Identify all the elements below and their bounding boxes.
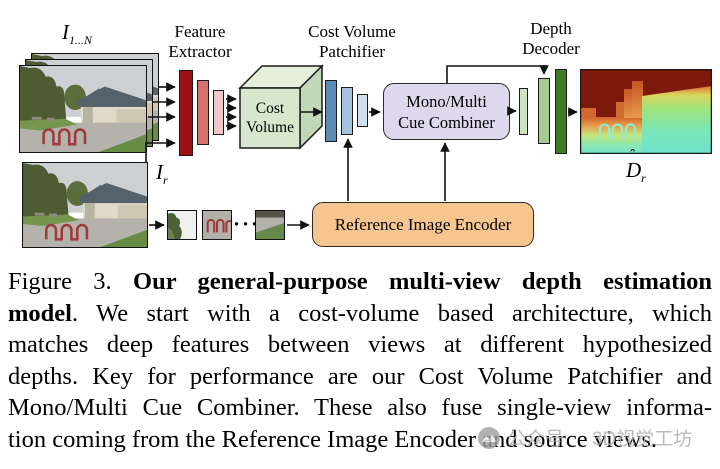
patchifier-bar-3 [357, 94, 368, 127]
figure-caption: Figure 3. Our general-purpose multi-view… [8, 266, 712, 455]
patch-squiggle [202, 210, 232, 240]
caption-line: depths. Key for performance are our Cost… [8, 362, 712, 390]
patchifier-bar-1 [325, 80, 337, 142]
input-stack-label: I1...N [62, 20, 93, 48]
feature-bar-1 [179, 70, 193, 156]
caption-line: Mono/Multi Cue Combiner. These also fuse… [8, 394, 712, 421]
feature-bar-3 [213, 90, 224, 135]
source-image-front [19, 65, 147, 153]
decoder-bar-1 [519, 88, 528, 135]
depth-map-output [580, 69, 712, 154]
reference-image-photo [22, 162, 148, 248]
caption-line: model. We start with a cost-volume based… [8, 299, 712, 327]
patch-ellipsis: ··· [233, 212, 261, 236]
decoder-bar-3 [555, 69, 567, 154]
decoder-bar-2 [538, 78, 550, 144]
cost-volume-patchifier-label: Cost Volume Patchifier [308, 22, 396, 61]
caption-line: Figure 3. Our general-purpose multi-view… [8, 268, 712, 295]
reference-encoder-box: Reference Image Encoder [312, 202, 534, 247]
patchifier-bar-2 [341, 87, 353, 135]
cue-combiner-box: Mono/Multi Cue Combiner [383, 83, 510, 140]
patch-tree [167, 210, 197, 240]
caption-line: tion coming from the Reference Image Enc… [8, 425, 657, 453]
feature-extractor-label: Feature Extractor [168, 22, 232, 61]
depth-decoder-label: Depth Decoder [522, 19, 580, 58]
patch-grass [255, 210, 285, 240]
cost-volume-cube [238, 64, 324, 150]
caption-line: matches deep features between views at d… [8, 331, 712, 358]
feature-bar-2 [197, 80, 209, 145]
cost-volume-cube-label: Cost Volume [246, 100, 294, 136]
reference-image-label: Ir [156, 160, 168, 188]
